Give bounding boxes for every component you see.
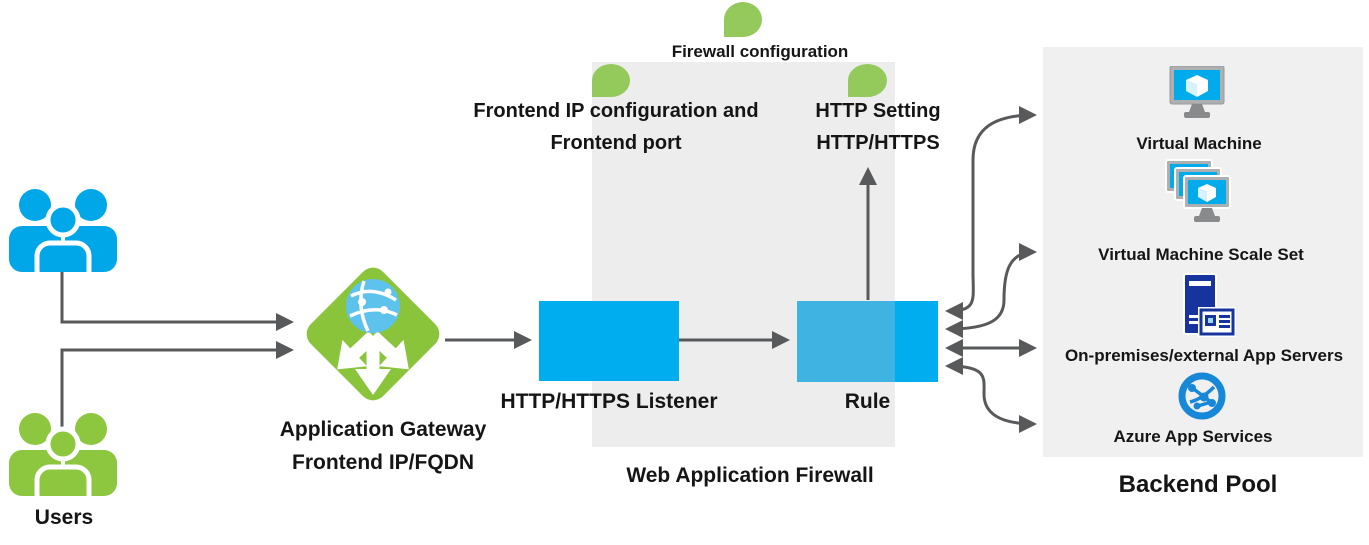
virtual-machine-label: Virtual Machine — [1136, 134, 1262, 153]
arrow-rule-to-app-services — [945, 357, 1037, 433]
virtual-machine-scale-set-label: Virtual Machine Scale Set — [1098, 245, 1304, 264]
application-gateway-line1: Application Gateway — [279, 418, 487, 441]
azure-app-services-icon — [1178, 372, 1226, 425]
application-gateway-icon — [300, 258, 446, 415]
application-gateway-line2: Frontend IP/FQDN — [292, 450, 474, 474]
rule-box — [797, 301, 938, 382]
firewall-configuration-marker-icon — [724, 2, 762, 37]
virtual-machine-icon — [1168, 65, 1226, 127]
http-https-listener-box — [539, 301, 679, 381]
firewall-configuration-label: Firewall configuration — [671, 42, 849, 61]
http-setting-marker-icon — [848, 64, 887, 97]
users-group-green-icon — [8, 412, 118, 510]
virtual-machine-scale-set-icon — [1164, 158, 1238, 233]
frontend-ip-line2: Frontend port — [550, 132, 682, 154]
frontend-ip-configuration-marker-icon — [592, 64, 630, 97]
arrow-users-green-to-gateway — [60, 341, 294, 434]
on-premises-app-servers-label: On-premises/external App Servers — [1064, 346, 1344, 365]
web-application-firewall-label: Web Application Firewall — [626, 464, 874, 487]
backend-pool-label: Backend Pool — [1118, 471, 1278, 498]
frontend-ip-configuration-label: Frontend IP configuration and Frontend p… — [442, 95, 790, 159]
users-group-blue-icon — [8, 188, 118, 286]
azure-app-services-label: Azure App Services — [1113, 427, 1273, 446]
web-application-firewall-panel — [592, 62, 895, 447]
users-label: Users — [34, 506, 94, 529]
http-setting-line1: HTTP Setting — [815, 100, 941, 122]
http-setting-line2: HTTP/HTTPS — [816, 132, 940, 154]
arrow-users-blue-to-gateway — [60, 266, 294, 331]
rule-label: Rule — [844, 390, 891, 413]
arrow-rule-to-scale-set — [945, 243, 1037, 338]
on-premises-app-server-icon — [1172, 272, 1236, 347]
application-gateway-label: Application Gateway Frontend IP/FQDN — [248, 414, 518, 479]
http-setting-label: HTTP Setting HTTP/HTTPS — [768, 95, 988, 159]
frontend-ip-line1: Frontend IP configuration and — [473, 100, 759, 122]
http-https-listener-label: HTTP/HTTPS Listener — [500, 390, 718, 413]
